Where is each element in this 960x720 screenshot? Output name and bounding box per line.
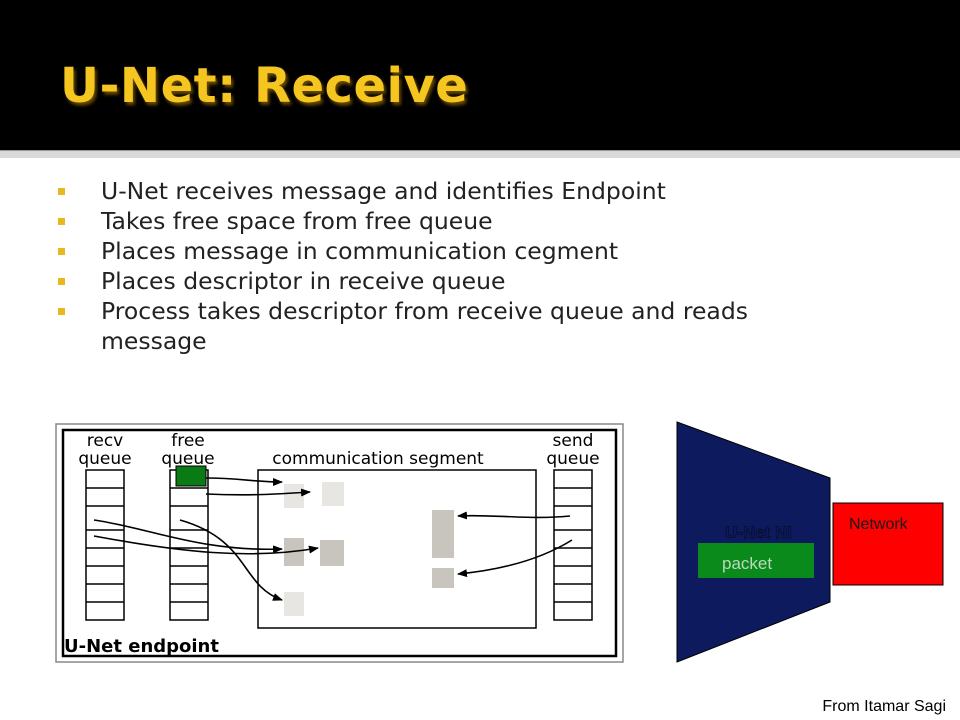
free-queue-label-line1: free bbox=[171, 431, 205, 451]
recv-queue-label-line1: recv bbox=[87, 431, 123, 451]
unet-ni-shape bbox=[676, 421, 831, 663]
network-interface-figure: U-Net NI packet Network bbox=[676, 421, 944, 663]
flow-arrows bbox=[93, 477, 573, 601]
slide-title: U-Net: Receive bbox=[60, 58, 469, 114]
endpoint-label: U-Net endpoint bbox=[64, 636, 219, 657]
bullet-text: Places message in communication cegment bbox=[101, 237, 619, 265]
free-queue-label-line2: queue bbox=[161, 449, 214, 469]
bullet-text: Takes free space from free queue bbox=[101, 207, 493, 235]
bullet-marker-icon bbox=[58, 278, 65, 285]
network-box bbox=[832, 502, 944, 586]
send-queue bbox=[553, 469, 593, 621]
free-queue-slot-highlight bbox=[175, 465, 207, 487]
bullet-text: Places descriptor in receive queue bbox=[101, 267, 506, 295]
packet-label: packet bbox=[722, 554, 772, 573]
bullet-marker-icon bbox=[58, 218, 65, 225]
network-label: Network bbox=[849, 516, 909, 533]
send-queue-label-line1: send bbox=[553, 431, 594, 451]
slide-content: U-Net receives message and identifies En… bbox=[0, 158, 960, 720]
source-credit: From Itamar Sagi bbox=[822, 698, 946, 715]
bullet-marker-icon bbox=[58, 188, 65, 195]
bullet-marker-icon bbox=[58, 248, 65, 255]
endpoint-figure: recv queue free queue communication segm… bbox=[55, 423, 624, 663]
unet-diagram: recv queue free queue communication segm… bbox=[55, 421, 944, 663]
free-queue bbox=[169, 469, 209, 621]
unet-ni-label: U-Net NI bbox=[725, 523, 792, 542]
packet-box bbox=[698, 543, 814, 578]
send-queue-label-line2: queue bbox=[546, 449, 599, 469]
segment-buffers bbox=[284, 482, 454, 616]
bullet-item: Places message in communication cegment bbox=[58, 236, 848, 266]
bullet-item: Places descriptor in receive queue bbox=[58, 266, 848, 296]
bullet-text: Process takes descriptor from receive qu… bbox=[101, 297, 748, 355]
bullet-list: U-Net receives message and identifies En… bbox=[58, 176, 848, 356]
comm-segment-label: communication segment bbox=[272, 449, 484, 469]
title-bar: U-Net: Receive bbox=[0, 0, 960, 150]
bullet-text: U-Net receives message and identifies En… bbox=[101, 177, 666, 205]
bullet-item: U-Net receives message and identifies En… bbox=[58, 176, 848, 206]
recv-queue bbox=[85, 469, 125, 621]
bullet-item: Process takes descriptor from receive qu… bbox=[58, 296, 848, 356]
recv-queue-label-line2: queue bbox=[78, 449, 131, 469]
bullet-item: Takes free space from free queue bbox=[58, 206, 848, 236]
bullet-marker-icon bbox=[58, 308, 65, 315]
